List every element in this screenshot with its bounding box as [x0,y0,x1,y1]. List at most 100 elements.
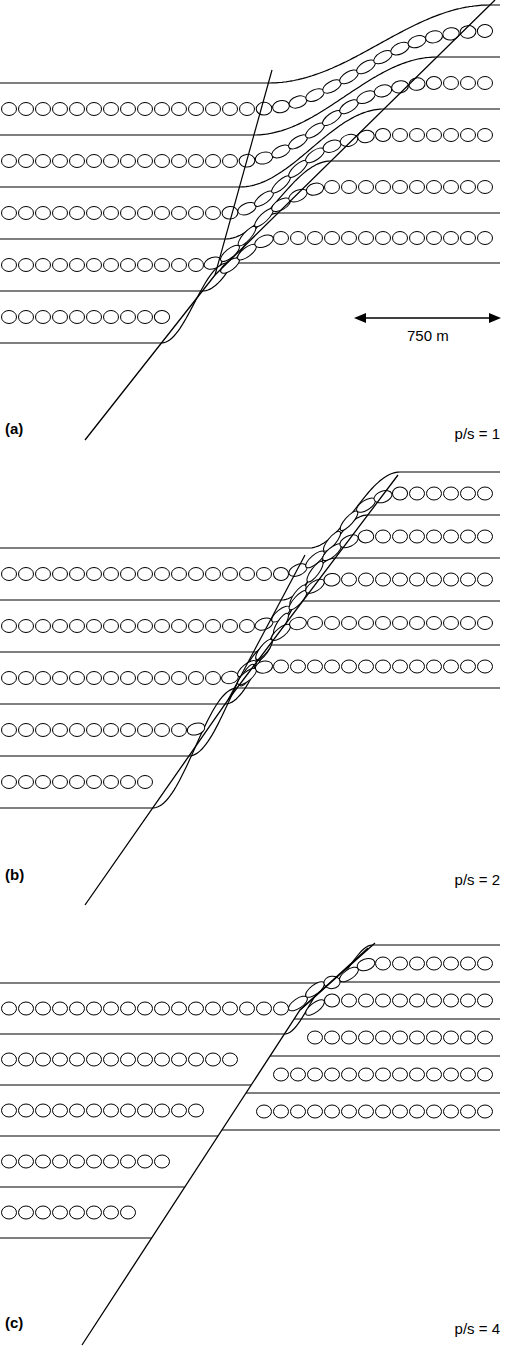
strain-ellipse [359,181,374,194]
strain-ellipse [206,620,221,633]
strain-ellipse [121,207,136,220]
strain-ellipse [461,994,476,1007]
strain-ellipse [461,232,476,245]
strain-ellipse [324,994,339,1007]
strain-ellipse [478,957,493,970]
strain-ellipse [478,994,493,1007]
strain-ellipse [121,259,136,272]
strain-ellipse [427,573,442,586]
strain-ellipse [427,994,442,1007]
strain-ellipse [478,181,493,194]
strain-ellipse [53,724,68,737]
strain-ellipse [70,1104,85,1117]
strain-ellipse [104,568,119,581]
strain-ellipse [442,27,460,41]
strain-ellipse [121,1053,136,1066]
strain-ellipse [393,994,408,1007]
strain-ellipse [172,1002,187,1015]
strain-ellipse [223,1053,238,1066]
strain-ellipse [427,1031,442,1044]
strain-ellipse [461,573,476,586]
strain-ellipse [325,660,340,673]
strain-ellipse [342,660,357,673]
strain-ellipse [2,672,17,685]
strain-ellipse [53,311,68,324]
strain-ellipse [172,155,187,168]
strain-ellipse [376,1068,391,1081]
fault-line [85,475,398,905]
strain-ellipse [2,1206,17,1219]
strain-ellipse [393,181,408,194]
strain-ellipse [427,530,442,543]
strain-ellipse [138,672,153,685]
strain-ellipse [138,1053,153,1066]
strain-ellipse [359,1105,374,1118]
strain-ellipse [410,1031,425,1044]
strain-ellipse [461,77,476,90]
strain-ellipse [444,617,459,630]
strain-ellipse [461,1105,476,1118]
strain-ellipse [53,1206,68,1219]
strain-ellipse [356,956,377,972]
strain-ellipse [2,776,17,789]
strain-ellipse [154,310,170,323]
strain-ellipse [342,1105,357,1118]
strain-ellipse [121,776,136,789]
strain-ellipse [477,24,492,37]
strain-ellipse [257,568,272,581]
strain-ellipse [427,1068,442,1081]
strain-ellipse [372,488,393,505]
strain-ellipse [155,568,170,581]
bed-boundary [0,945,500,983]
strain-ellipse [308,660,323,673]
strain-ellipse [376,573,391,586]
strain-ellipse [406,33,427,50]
strain-ellipse [138,1104,153,1117]
strain-ellipse [70,207,85,220]
strain-ellipse [325,1031,340,1044]
bed-boundary [0,1093,500,1187]
strain-ellipse [155,259,170,272]
strain-ellipse [478,530,493,543]
strain-ellipse [359,232,374,245]
strain-ellipse [19,1206,34,1219]
strain-ellipse [189,672,204,685]
strain-ellipse [53,568,68,581]
strain-ellipse [189,1002,204,1015]
strain-ellipse [291,232,306,245]
trishear-boundary [215,70,272,275]
strain-ellipse [121,155,136,168]
fault-line [85,0,495,440]
bed-boundary [0,213,500,291]
strain-ellipse [393,660,408,673]
strain-ellipse [359,573,374,586]
strain-ellipse [138,1002,153,1015]
strain-ellipse [155,1155,170,1168]
strain-ellipse [274,660,289,673]
strain-ellipse [104,207,119,220]
strain-ellipse [359,617,374,630]
strain-ellipse [271,99,290,114]
strain-ellipse [339,132,359,148]
strain-ellipse [138,155,153,168]
strain-ellipse [393,1105,408,1118]
strain-ellipse [376,1105,391,1118]
strain-ellipse [427,232,442,245]
strain-ellipse [19,724,34,737]
strain-ellipse [104,311,119,324]
strain-ellipse [53,620,68,633]
strain-ellipse [461,487,476,500]
strain-ellipse [410,129,425,142]
bed-boundary [0,161,500,239]
strain-ellipse [393,573,408,586]
strain-ellipse [53,207,68,220]
strain-ellipse [376,1031,391,1044]
strain-ellipse [2,155,17,168]
strain-ellipse [87,207,102,220]
strain-ellipse [189,1053,204,1066]
strain-ellipse [19,1155,34,1168]
strain-ellipse [461,530,476,543]
strain-ellipse [427,1105,442,1118]
strain-ellipse [342,994,357,1007]
strain-ellipse [444,957,459,970]
